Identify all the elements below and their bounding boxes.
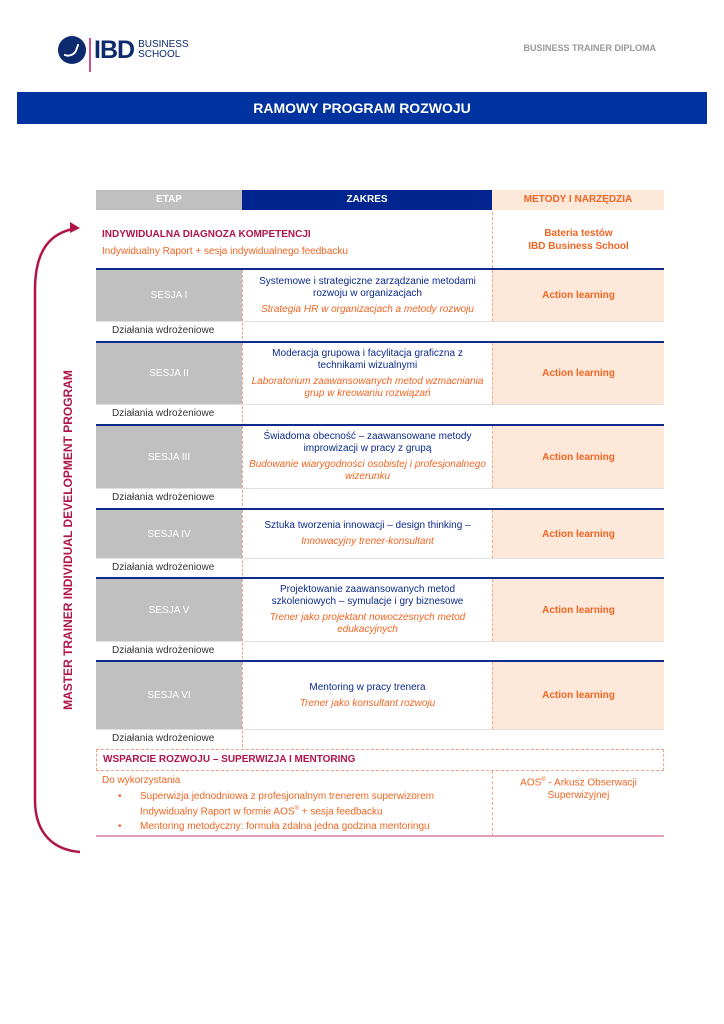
session-zakres: Systemowe i strategiczne zarządzanie met… — [242, 270, 492, 321]
session-subtopic: Laboratorium zaawansowanych metod wzmacn… — [251, 375, 484, 399]
session-zakres: Sztuka tworzenia innowacji – design thin… — [242, 510, 492, 558]
session-method: Action learning — [492, 343, 664, 404]
column-header-metody: METODY I NARZĘDZIA — [492, 190, 664, 210]
implementation-row: Działania wdrożeniowe — [96, 488, 664, 508]
page-title: RAMOWY PROGRAM ROZWOJU — [17, 92, 707, 124]
document-label: BUSINESS TRAINER DIPLOMA — [523, 43, 656, 53]
session-method: Action learning — [492, 579, 664, 641]
session-etap: SESJA III — [96, 426, 242, 488]
implementation-row: Działania wdrożeniowe — [96, 321, 664, 341]
side-program-label: MASTER TRAINER INDIVIDUAL DEVELOPMENT PR… — [61, 370, 75, 710]
column-header-zakres: ZAKRES — [242, 190, 492, 210]
session-topic: Świadoma obecność – zaawansowane metody … — [263, 431, 472, 454]
session-subtopic: Innowacyjny trener-konsultant — [301, 536, 434, 547]
support-bullet-2: •Mentoring metodyczny: formuła zdalna je… — [118, 821, 430, 832]
implementation-row: Działania wdrożeniowe — [96, 558, 664, 578]
session-etap: SESJA VI — [96, 662, 242, 729]
session-subtopic: Budowanie wiarygodności osobistej i prof… — [249, 459, 486, 482]
session-method: Action learning — [492, 270, 664, 321]
diagnosis-subtitle: Indywidualny Raport + sesja indywidualne… — [102, 246, 348, 257]
session-zakres: Moderacja grupowa i facylitacja graficzn… — [242, 343, 492, 404]
diagnosis-title: INDYWIDUALNA DIAGNOZA KOMPETENCJI — [102, 229, 311, 240]
column-header-etap: ETAP — [96, 190, 242, 210]
row-divider — [96, 341, 664, 343]
implementation-row: Działania wdrożeniowe — [96, 729, 664, 749]
support-bullet-1: • Superwizja jednodniowa z profesjonalny… — [118, 791, 435, 818]
support-title: WSPARCIE ROZWOJU – SUPERWIZJA I MENTORIN… — [96, 749, 664, 771]
session-method: Action learning — [492, 510, 664, 558]
row-divider — [96, 424, 664, 426]
session-zakres: Mentoring w pracy trenera Trener jako ko… — [242, 662, 492, 729]
session-etap: SESJA V — [96, 579, 242, 641]
session-method: Action learning — [492, 662, 664, 729]
session-subtopic: Trener jako konsultant rozwoju — [299, 697, 436, 709]
implementation-row: Działania wdrożeniowe — [96, 641, 664, 661]
row-divider — [96, 577, 664, 579]
support-tool: AOS® - Arkusz Obserwacji Superwizyjnej — [492, 771, 664, 836]
session-topic: Sztuka tworzenia innowacji – design thin… — [264, 520, 471, 531]
support-intro: Do wykorzystania — [102, 775, 181, 786]
session-zakres: Projektowanie zaawansowanych metod szkol… — [242, 579, 492, 641]
row-divider — [96, 508, 664, 510]
implementation-row: Działania wdrożeniowe — [96, 404, 664, 424]
logo-emblem-icon — [58, 36, 86, 64]
row-divider — [96, 268, 664, 270]
session-subtopic: Trener jako projektant nowoczesnych meto… — [269, 612, 466, 635]
session-topic: Systemowe i strategiczne zarządzanie met… — [259, 275, 476, 299]
session-etap: SESJA II — [96, 343, 242, 404]
session-method: Action learning — [492, 426, 664, 488]
session-subtopic: Strategia HR w organizacjach a metody ro… — [261, 303, 474, 315]
session-topic: Mentoring w pracy trenera — [309, 681, 426, 693]
table-bottom-rule — [96, 835, 664, 837]
session-etap: SESJA IV — [96, 510, 242, 558]
session-topic: Moderacja grupowa i facylitacja graficzn… — [272, 347, 463, 371]
session-zakres: Świadoma obecność – zaawansowane metody … — [242, 426, 492, 488]
row-divider — [96, 660, 664, 662]
session-etap: SESJA I — [96, 270, 242, 321]
session-topic: Projektowanie zaawansowanych metod szkol… — [271, 584, 464, 607]
